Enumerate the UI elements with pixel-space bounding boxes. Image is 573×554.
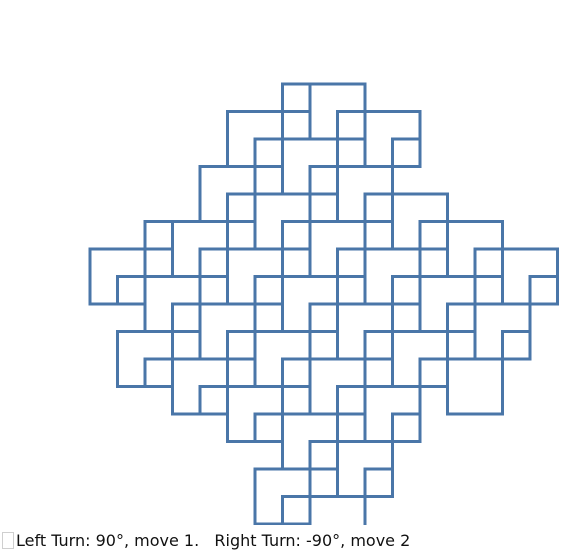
small-square (253, 275, 284, 306)
small-square (501, 330, 532, 361)
small-square (253, 137, 284, 168)
small-square (418, 220, 449, 251)
small-square (281, 220, 312, 251)
small-square (116, 275, 147, 306)
small-square (308, 302, 339, 333)
small-square (473, 247, 504, 278)
small-square (391, 412, 422, 443)
small-square (363, 467, 394, 498)
small-square (281, 82, 312, 113)
small-square (226, 192, 257, 223)
small-square (391, 275, 422, 306)
small-square (391, 137, 422, 168)
tiling-pattern (88, 82, 559, 525)
small-square (253, 412, 284, 443)
caption-row: Left Turn: 90°, move 1. Right Turn: -90°… (0, 528, 410, 552)
small-square (308, 165, 339, 196)
small-square (281, 357, 312, 388)
large-square (308, 495, 367, 525)
small-square (528, 275, 559, 306)
small-square (446, 302, 477, 333)
small-square (336, 110, 367, 141)
small-square (198, 247, 229, 278)
small-square (143, 220, 174, 251)
small-square (363, 330, 394, 361)
small-square (143, 357, 174, 388)
small-square (308, 440, 339, 471)
small-square (363, 192, 394, 223)
small-square (336, 247, 367, 278)
small-square (336, 385, 367, 416)
text-cursor-box (2, 531, 14, 549)
large-square (446, 357, 504, 416)
small-square (281, 495, 312, 525)
small-square (171, 302, 202, 333)
small-square (226, 330, 257, 361)
caption-text: Left Turn: 90°, move 1. Right Turn: -90°… (16, 530, 411, 550)
small-square (198, 385, 229, 416)
small-square (418, 357, 449, 388)
